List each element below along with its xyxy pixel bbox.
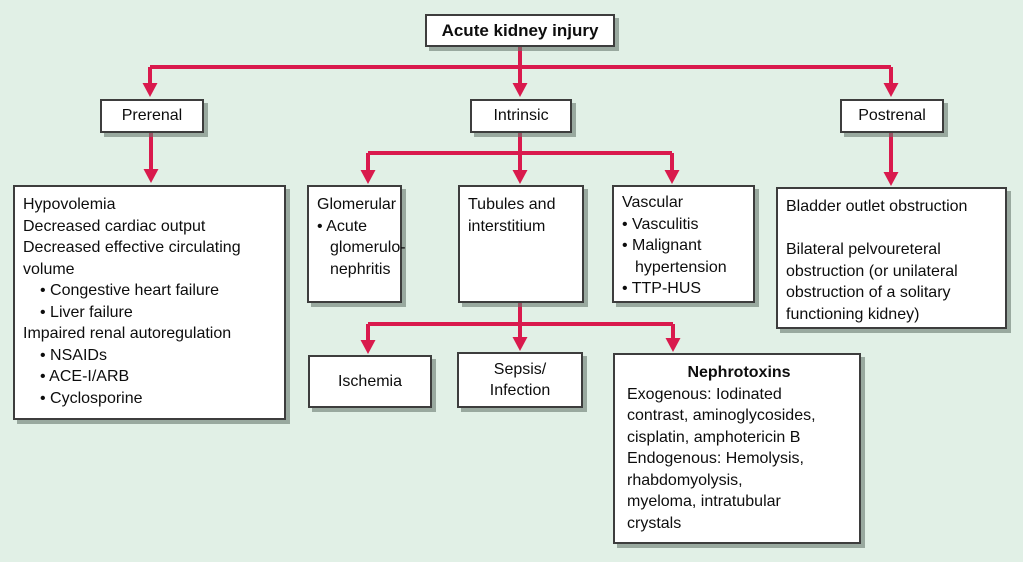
- node-nephrotoxins: Nephrotoxins Exogenous: Iodinated contra…: [613, 353, 861, 544]
- text-line: • TTP-HUS: [622, 280, 702, 297]
- text-line: volume: [23, 260, 75, 278]
- edge-intrinsic-split: [366, 133, 674, 171]
- text-line: • Vasculitis: [622, 215, 699, 233]
- text-line: obstruction (or unilateral: [786, 262, 958, 280]
- text-line: • Congestive heart failure: [40, 282, 220, 299]
- arrowhead-prerenal: [142, 83, 158, 97]
- text-line: glomerulo-: [330, 239, 406, 256]
- arrowhead-sepsis: [512, 337, 528, 351]
- text-line: Infection: [489, 382, 551, 399]
- text-line: Exogenous: Iodinated: [627, 385, 782, 403]
- text-line: myeloma, intratubular: [627, 493, 781, 510]
- arrowhead-prerenal-detail: [143, 169, 159, 183]
- node-vascular: Vascular • Vasculitis • Malignant hypert…: [612, 185, 755, 303]
- text-line: crystals: [627, 514, 682, 532]
- text-line: rhabdomyolysis,: [627, 471, 743, 489]
- arrowhead-tubules: [512, 170, 528, 184]
- arrowhead-ischemia: [360, 340, 376, 354]
- node-acute-kidney-injury: Acute kidney injury: [425, 14, 615, 47]
- arrowhead-nephrotoxins: [665, 338, 681, 352]
- arrowhead-intrinsic: [512, 83, 528, 97]
- text-line: contrast, aminoglycosides,: [627, 407, 816, 424]
- text-line: [786, 218, 997, 240]
- text-line: Glomerular: [317, 196, 397, 213]
- text-line: Vascular: [622, 194, 684, 211]
- arrowhead-vascular: [664, 170, 680, 184]
- node-ischemia: Ischemia: [308, 355, 432, 408]
- node-postrenal-causes: Bladder outlet obstruction Bilateral pel…: [776, 187, 1007, 329]
- node-sepsis-infection: Sepsis/ Infection: [457, 352, 583, 408]
- text-line: • Malignant: [622, 237, 702, 254]
- text-line: nephritis: [330, 260, 391, 278]
- text-line: • Liver failure: [40, 303, 133, 321]
- text-line: hypertension: [635, 258, 727, 276]
- text-line: Sepsis/: [493, 360, 547, 378]
- text-line: • Cyclosporine: [40, 389, 143, 407]
- node-label: Postrenal: [858, 107, 926, 124]
- node-label: Intrinsic: [493, 107, 549, 124]
- text-line: obstruction of a solitary: [786, 284, 951, 301]
- text-line: • ACE-I/ARB: [40, 368, 130, 385]
- arrowhead-postrenal: [883, 83, 899, 97]
- node-title: Nephrotoxins: [687, 364, 791, 381]
- text-line: interstitium: [468, 217, 546, 235]
- text-line: Tubules and: [468, 196, 556, 213]
- text-line: Hypovolemia: [23, 196, 116, 213]
- text-line: Decreased cardiac output: [23, 217, 206, 235]
- node-intrinsic: Intrinsic: [470, 99, 572, 133]
- node-postrenal: Postrenal: [840, 99, 944, 133]
- edge-root-split: [148, 47, 893, 84]
- node-label: Acute kidney injury: [441, 20, 599, 40]
- text-line: cisplatin, amphotericin B: [627, 428, 801, 446]
- node-tubules-interstitium: Tubules and interstitium: [458, 185, 584, 303]
- arrowhead-postrenal-detail: [883, 172, 899, 186]
- node-label: Ischemia: [337, 372, 403, 390]
- node-prerenal-causes: Hypovolemia Decreased cardiac output Dec…: [13, 185, 286, 420]
- text-line: Impaired renal autoregulation: [23, 325, 232, 342]
- text-line: Endogenous: Hemolysis,: [627, 450, 804, 467]
- node-glomerular: Glomerular • Acute glomerulo- nephritis: [307, 185, 406, 303]
- text-line: • Acute: [317, 217, 368, 235]
- text-line: Bladder outlet obstruction: [786, 198, 968, 215]
- node-prerenal: Prerenal: [100, 99, 204, 133]
- node-label: Prerenal: [121, 107, 183, 124]
- edge-tubules-split: [366, 303, 675, 340]
- text-line: Decreased effective circulating: [23, 239, 241, 256]
- text-line: • NSAIDs: [40, 346, 107, 364]
- text-line: Bilateral pelvoureteral: [786, 241, 941, 258]
- text-line: functioning kidney): [786, 305, 920, 323]
- arrowhead-glomerular: [360, 170, 376, 184]
